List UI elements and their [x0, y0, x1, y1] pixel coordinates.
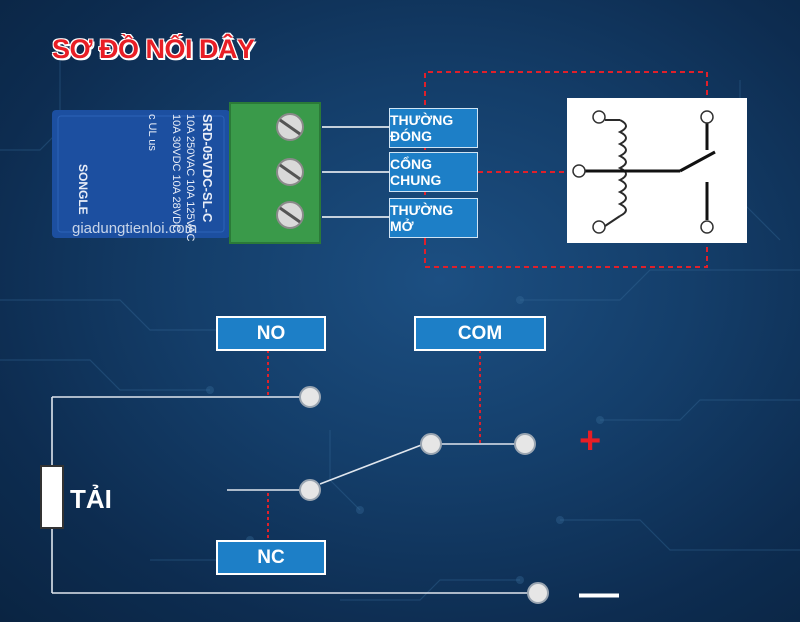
no-label: NO [216, 316, 326, 351]
coil-icon [604, 119, 627, 227]
terminal-block [230, 103, 320, 243]
terminal-screws [276, 113, 304, 229]
relay-rating-1: 10A 250VAC 10A 125VAC [184, 114, 196, 241]
positive-terminal-icon [514, 433, 536, 455]
page-title: SƠ ĐỒ NỐI DÂY [52, 34, 255, 64]
negative-terminal-icon [527, 582, 549, 604]
relay-model: SRD-05VDC-SL-C [200, 114, 215, 223]
switch-arm [319, 443, 425, 485]
terminal-block-edge [229, 102, 321, 244]
symbol-terminals [572, 110, 714, 234]
terminal-circle-icon [592, 220, 606, 234]
load-label: TẢI [70, 484, 112, 514]
relay-rating-2: 10A 30VDC 10A 28VDC [170, 114, 182, 232]
screw-slot [279, 206, 301, 224]
relay-print: SRD-05VDC-SL-C 10A 250VAC 10A 125VAC 10A… [76, 114, 215, 241]
leader-lines [322, 126, 390, 218]
terminal-circle-icon [700, 220, 714, 234]
relay-body [52, 110, 230, 238]
negative-symbol: — [579, 571, 619, 615]
circuit-wires [51, 396, 528, 594]
nc-label: NC [216, 540, 326, 575]
terminal-circle-icon [592, 110, 606, 124]
screw-slot [279, 118, 301, 136]
watermark: giadungtienloi.com [72, 220, 198, 237]
label-normally-open: THƯỜNG MỞ [389, 198, 478, 238]
pcb-traces [0, 60, 800, 601]
load-resistor-icon [40, 465, 64, 529]
circuit-terminals [299, 386, 549, 604]
relay-symbol [567, 98, 747, 243]
positive-symbol: + [579, 420, 602, 462]
no-terminal-icon [299, 386, 321, 408]
label-pointers [267, 350, 481, 542]
relay-body-edge [57, 115, 225, 233]
screw-slot [279, 163, 301, 181]
label-normally-closed: THƯỜNG ĐÓNG [389, 108, 478, 148]
relay-module: SRD-05VDC-SL-C 10A 250VAC 10A 125VAC 10A… [52, 102, 321, 244]
com-pivot-icon [420, 433, 442, 455]
nc-terminal-icon [299, 479, 321, 501]
switch-blade [679, 150, 716, 173]
label-common: CỔNG CHUNG [389, 152, 478, 192]
relay-brand: SONGLE [76, 164, 90, 215]
dashed-bracket-bottom [424, 240, 708, 268]
terminal-circle-icon [700, 110, 714, 124]
relay-cert: c UL us [146, 114, 158, 151]
terminal-circle-icon [572, 164, 586, 178]
com-label: COM [414, 316, 546, 351]
